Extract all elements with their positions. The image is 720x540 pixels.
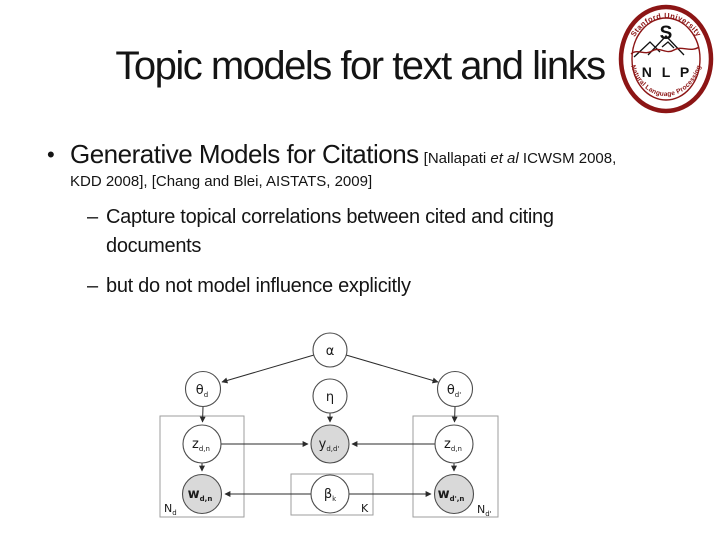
edge-theta-to-z-left [199, 406, 206, 423]
citation-prefix: [Nallapati [423, 150, 491, 167]
node-w-right-observed [433, 473, 475, 515]
node-z-right [434, 424, 474, 464]
bullet-citation-text: [Nallapati et al ICWSM 2008, KDD 2008], … [70, 150, 616, 190]
label-w-left: wd,n [188, 487, 213, 503]
node-w-left-observed [181, 473, 223, 515]
bullet-glyph: • [47, 142, 55, 167]
citation-et-al: et al [490, 150, 519, 167]
label-z-left: zd,n [192, 437, 210, 453]
edge-theta-to-z-right [451, 406, 458, 423]
label-theta-d: θd [196, 383, 208, 399]
node-z-left [182, 424, 222, 464]
citation-suffix: ICWSM 2008, KDD 2008], [Chang and Blei, … [70, 150, 617, 190]
slide-title: Topic models for text and links [115, 44, 606, 88]
stanford-nlp-logo: Stanford University Natural Language Pro… [618, 4, 714, 114]
plate-right-Nd-prime [412, 415, 499, 518]
plate-label-Nd-prime: Nd' [477, 503, 492, 518]
node-beta-k [310, 474, 350, 514]
graphical-model-diagram: α θd η θd' zd,n yd,d' zd,n wd,n βk wd',n… [159, 332, 499, 518]
bullet-generative-models: • Generative Models for Citations[Nallap… [47, 138, 638, 193]
node-alpha [312, 332, 348, 368]
label-theta-d-prime: θd' [447, 383, 461, 399]
label-alpha: α [326, 344, 335, 359]
node-theta-d [184, 370, 222, 408]
node-eta [312, 378, 348, 414]
label-beta-k: βk [324, 487, 337, 503]
logo-seal: Stanford University Natural Language Pro… [618, 4, 714, 114]
plate-left-Nd [159, 415, 245, 518]
label-eta: η [326, 390, 334, 405]
node-theta-d-prime [436, 370, 474, 408]
logo-nlp-text: N L P [642, 64, 693, 80]
sub-bullet-influence: – but do not model influence explicitly [87, 272, 558, 301]
edge-alpha-to-theta-right [345, 354, 439, 384]
label-y: yd,d' [319, 437, 340, 453]
sub-bullet-correlations: – Capture topical correlations between c… [87, 203, 558, 261]
label-z-right: zd,n [444, 437, 462, 453]
logo-inner-ring [631, 17, 701, 101]
plate-label-K: K [361, 502, 369, 515]
edge-alpha-to-theta-left [221, 354, 315, 384]
dash-glyph: – [87, 275, 98, 297]
dash-glyph: – [87, 206, 98, 228]
sub-bullet-text: Capture topical correlations between cit… [106, 206, 554, 257]
sub-bullet-text: but do not model influence explicitly [106, 275, 411, 297]
mountain-red-ridge [630, 46, 700, 55]
node-y-observed [310, 424, 350, 464]
plate-label-Nd: Nd [164, 502, 177, 517]
label-w-right: wd',n [438, 487, 465, 503]
bullet-main-text: Generative Models for Citations [70, 139, 419, 169]
